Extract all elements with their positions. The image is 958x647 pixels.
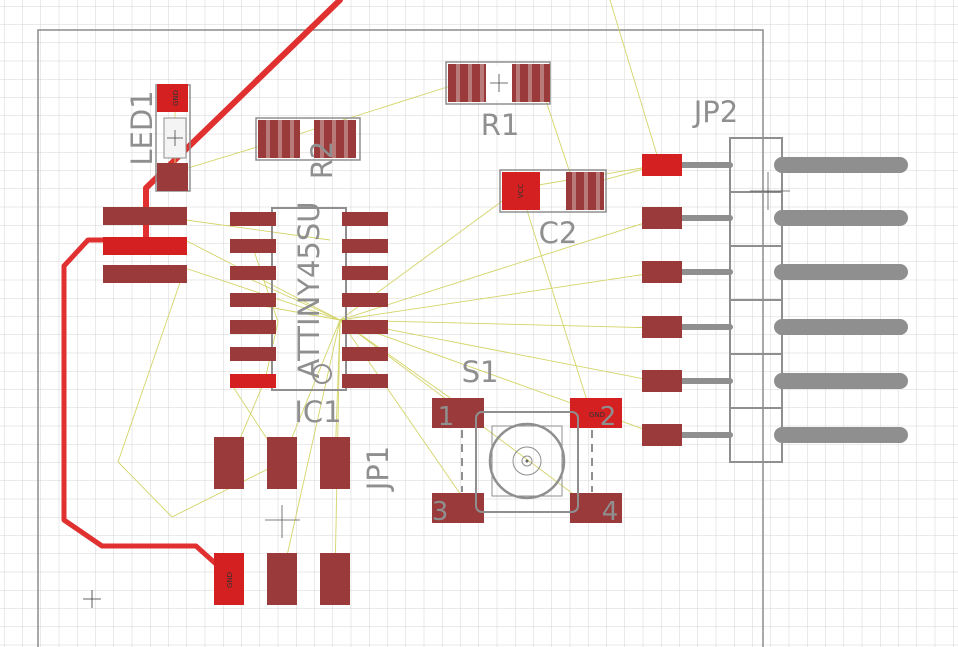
led1-pad-gnd-label: GND: [172, 90, 180, 106]
ic1-left-pads[interactable]: [230, 212, 276, 388]
c2-label: C2: [539, 216, 578, 250]
regulator-component[interactable]: [103, 207, 187, 283]
regulator-pad-2[interactable]: [103, 237, 187, 255]
jp2-component[interactable]: JP2: [642, 95, 908, 463]
jp2-pad-2[interactable]: [642, 207, 682, 229]
r2-label: R2: [305, 141, 339, 180]
jp2-pad-6[interactable]: [642, 424, 682, 446]
ic1-right-pads[interactable]: [342, 212, 388, 388]
ic1-component[interactable]: ATTINY45SU IC1: [230, 201, 388, 429]
trace-gnd-loop: [61, 237, 229, 576]
r1-label: R1: [481, 108, 520, 142]
s1-component[interactable]: 1 2 3 4 GND S1: [432, 355, 622, 527]
c2-outline: [499, 169, 607, 213]
s1-pad-gnd-label: GND: [589, 411, 605, 419]
ic1-label: IC1: [294, 395, 341, 429]
origin-crosshair-icon: [265, 505, 300, 538]
c2-component[interactable]: VCC C2: [499, 169, 607, 250]
led1-pad-2[interactable]: [157, 163, 188, 191]
jp1-pad-gnd-label: GND: [226, 572, 234, 588]
jp2-label: JP2: [692, 95, 739, 129]
r1-component[interactable]: R1: [445, 61, 551, 142]
r2-component[interactable]: R2: [255, 117, 361, 180]
s1-pin3-label: 3: [432, 497, 449, 527]
regulator-pad-1[interactable]: [103, 207, 187, 225]
s1-pin1-label: 1: [438, 402, 455, 432]
jp1-pad-gnd[interactable]: [214, 553, 244, 605]
c2-pad-vcc[interactable]: [502, 172, 540, 210]
jp1-label: JP1: [361, 446, 395, 493]
r2-outline: [255, 117, 361, 161]
led1-label: LED1: [125, 90, 159, 165]
jp2-leads: [677, 157, 908, 443]
jp2-pad-4[interactable]: [642, 316, 682, 338]
jp2-pad-1[interactable]: [642, 154, 682, 176]
ic1-value-label: ATTINY45SU: [292, 201, 326, 378]
jp2-pad-3[interactable]: [642, 261, 682, 283]
led1-component[interactable]: GND LED1: [125, 84, 191, 192]
board-outline: [37, 29, 764, 647]
led1-pad-gnd[interactable]: [157, 84, 188, 112]
ic1-pin1-marker: [312, 364, 332, 384]
s1-actuator: [488, 422, 566, 500]
s1-pin2-label: 2: [600, 402, 617, 432]
regulator-pad-3[interactable]: [103, 265, 187, 283]
s1-pin4-label: 4: [602, 497, 619, 527]
jp2-pad-5[interactable]: [642, 370, 682, 392]
s1-label: S1: [462, 355, 499, 389]
c2-pad-vcc-label: VCC: [517, 184, 525, 199]
cursor-crosshair-icon: [83, 590, 101, 608]
jp1-component[interactable]: GND JP1: [214, 437, 395, 605]
s1-body: [475, 411, 579, 513]
